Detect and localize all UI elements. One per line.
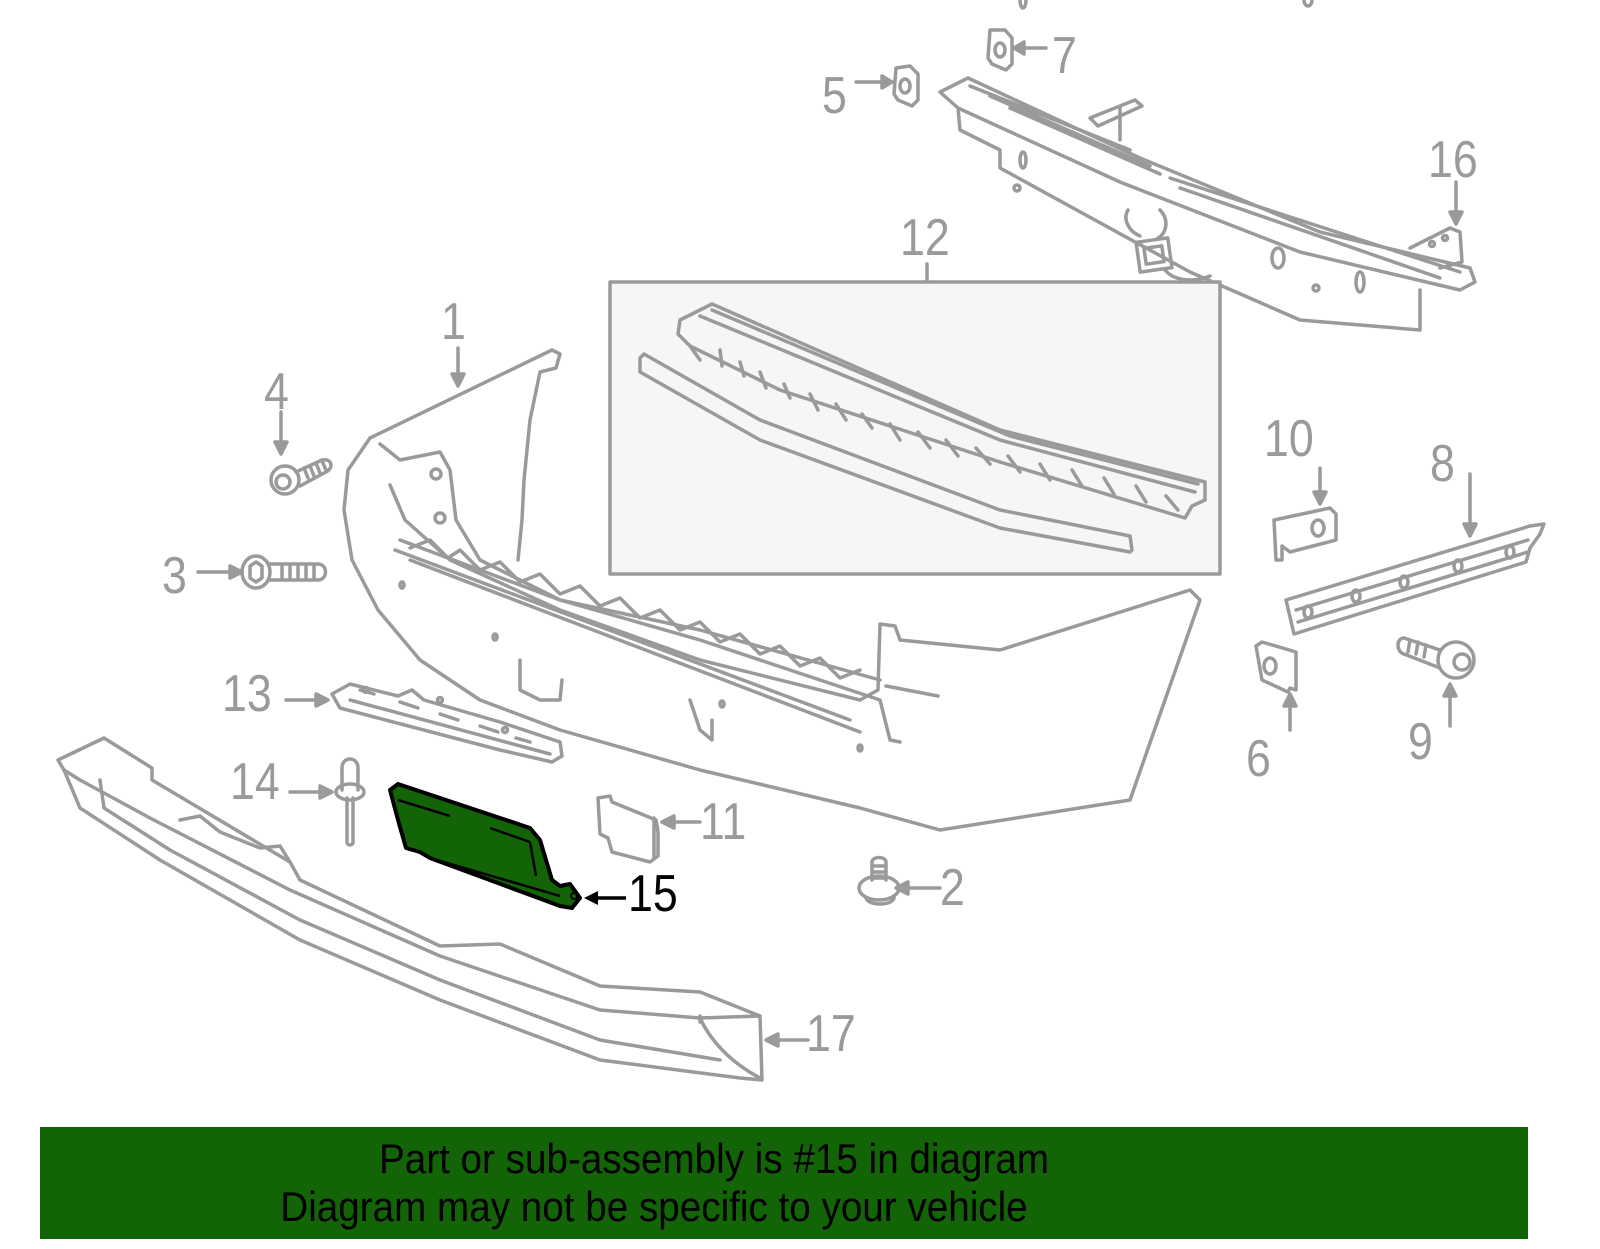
- callout-13: 13: [222, 665, 272, 723]
- callout-9: 9: [1408, 713, 1433, 771]
- part-4-bolt[interactable]: [269, 410, 333, 496]
- callout-12: 12: [900, 209, 950, 267]
- callout-5: 5: [822, 67, 847, 125]
- part-14-rivet[interactable]: [288, 757, 366, 847]
- part-13-bracket[interactable]: [284, 682, 564, 764]
- banner-part-number-text: Part or sub-assembly is #15 in diagram: [378, 1135, 1050, 1182]
- callout-7: 7: [1052, 27, 1077, 85]
- parts-diagram: [56, 0, 1546, 1082]
- part-5-clip-nut[interactable]: [854, 64, 920, 108]
- part-1-bumper-fascia[interactable]: [342, 348, 1202, 832]
- callout-11: 11: [700, 793, 747, 851]
- callout-8: 8: [1430, 435, 1455, 493]
- part-2-bolt[interactable]: [857, 855, 942, 906]
- callout-6: 6: [1246, 730, 1271, 788]
- part-9-bolt[interactable]: [1396, 636, 1476, 728]
- part-info-banner: Part or sub-assembly is #15 in diagram D…: [40, 1127, 1528, 1239]
- part-16-reinforcement-bar[interactable]: [938, 0, 1477, 332]
- part-3-bolt[interactable]: [196, 554, 328, 590]
- callout-10: 10: [1264, 410, 1314, 468]
- banner-disclaimer-text: Diagram may not be specific to your vehi…: [280, 1183, 1028, 1230]
- callout-14: 14: [230, 753, 280, 811]
- callout-3: 3: [162, 547, 187, 605]
- callout-17: 17: [806, 1005, 856, 1063]
- part-10-clip-nut[interactable]: [1272, 466, 1338, 562]
- part-11-cover[interactable]: [596, 794, 702, 864]
- part-8-bracket[interactable]: [1284, 0, 1546, 636]
- callout-2: 2: [940, 859, 965, 917]
- callout-4: 4: [264, 363, 289, 421]
- callout-16: 16: [1428, 131, 1478, 189]
- callout-1: 1: [441, 293, 466, 351]
- callout-15: 15: [628, 865, 678, 923]
- part-12-inset-box[interactable]: [608, 262, 1222, 576]
- part-7-clip-nut[interactable]: [986, 28, 1048, 72]
- part-6-clip-nut[interactable]: [1254, 640, 1298, 732]
- part-17-energy-absorber[interactable]: [56, 736, 810, 1082]
- part-15-deflector-highlighted[interactable]: [388, 782, 626, 910]
